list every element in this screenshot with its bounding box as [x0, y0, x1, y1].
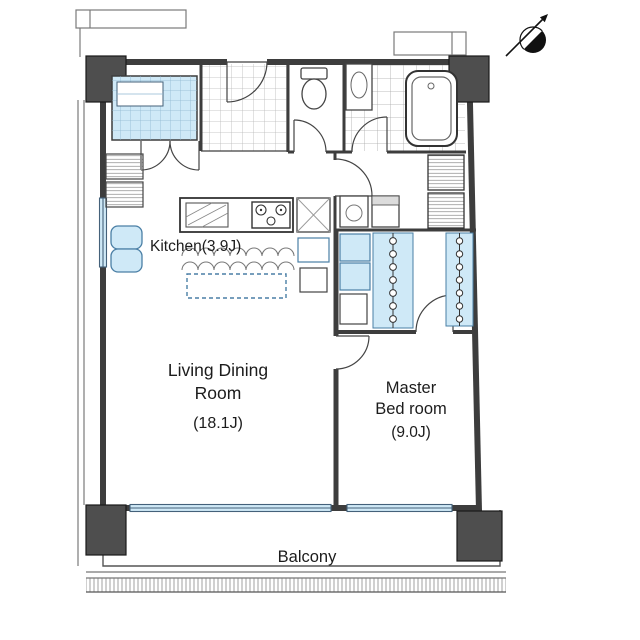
bathroom: [345, 63, 458, 147]
toilet-door: [293, 119, 327, 153]
kitchen: Kitchen(3.9J): [105, 75, 331, 299]
bathroom-door: [351, 116, 388, 153]
balcony-railing-hatch: [86, 578, 506, 592]
kitchen-cart-icon: [297, 237, 330, 263]
neighbor-structures: [75, 9, 467, 566]
vanity-icon: [371, 195, 400, 228]
master-bedroom-label: Master Bed room (9.0J): [375, 379, 447, 441]
kitchen-closet-doors: [140, 140, 200, 171]
toilet-tank-icon: [300, 67, 328, 80]
structural-columns: [85, 55, 503, 562]
master-label-line2: Bed room: [375, 400, 447, 418]
exterior-walls: [100, 58, 482, 512]
counter-overhang-scallops: [181, 247, 295, 271]
refrigerator-icon: [296, 197, 331, 233]
dining-table-icon: [186, 273, 287, 299]
bathtub-icon: [405, 70, 458, 147]
living-label-line1: Living Dining: [168, 360, 268, 380]
balcony-label: Balcony: [278, 548, 337, 566]
north-arrow-icon: [505, 14, 548, 57]
master-size-label: (9.0J): [391, 424, 431, 441]
washer-icon: [339, 195, 369, 228]
toilet-bowl-icon: [301, 78, 327, 110]
column-bottom-left: [85, 504, 127, 556]
linen-shelf-icon: [427, 154, 465, 191]
neighbor-top-right: [393, 31, 467, 56]
living-dining-room-label: Living Dining Room (18.1J): [168, 360, 268, 432]
kitchen-label: Kitchen(3.9J): [150, 238, 241, 255]
linen-shelf-icon-2: [427, 192, 465, 229]
living-label-line2: Room: [195, 383, 242, 403]
neighbor-top-left: [75, 9, 187, 29]
washbasin-bowl-icon: [350, 71, 368, 99]
storage-cabinet-icon: [105, 181, 144, 208]
closet-hanger-rod-icon-2: [445, 232, 474, 327]
shoe-cabinet-icon: [105, 153, 144, 180]
closet-drawer-icon: [339, 233, 371, 262]
balcony: Balcony: [86, 510, 506, 593]
entrance-door: [226, 61, 268, 103]
walk-in-closet: [339, 232, 474, 329]
column-bottom-right: [456, 510, 503, 562]
closet-hanger-rod-icon: [372, 232, 414, 329]
master-label-line1: Master: [386, 379, 437, 397]
toilet-room: [300, 67, 328, 110]
interior-walls: [199, 62, 478, 508]
stove-icon: [251, 201, 291, 229]
windows: [98, 197, 453, 513]
washroom: [339, 154, 465, 229]
closet-chest-icon: [339, 293, 368, 325]
kitchen-storage-icon: [299, 267, 328, 293]
kitchen-sink-icon: [185, 202, 229, 228]
sofa-icon: [110, 225, 143, 250]
living-size-label: (18.1J): [193, 415, 243, 432]
bedroom-door: [335, 335, 370, 370]
entrance-tile-floor: [201, 64, 288, 151]
closet-drawer-icon-2: [339, 262, 371, 291]
sofa-icon-2: [110, 248, 143, 273]
washroom-door: [334, 158, 373, 197]
